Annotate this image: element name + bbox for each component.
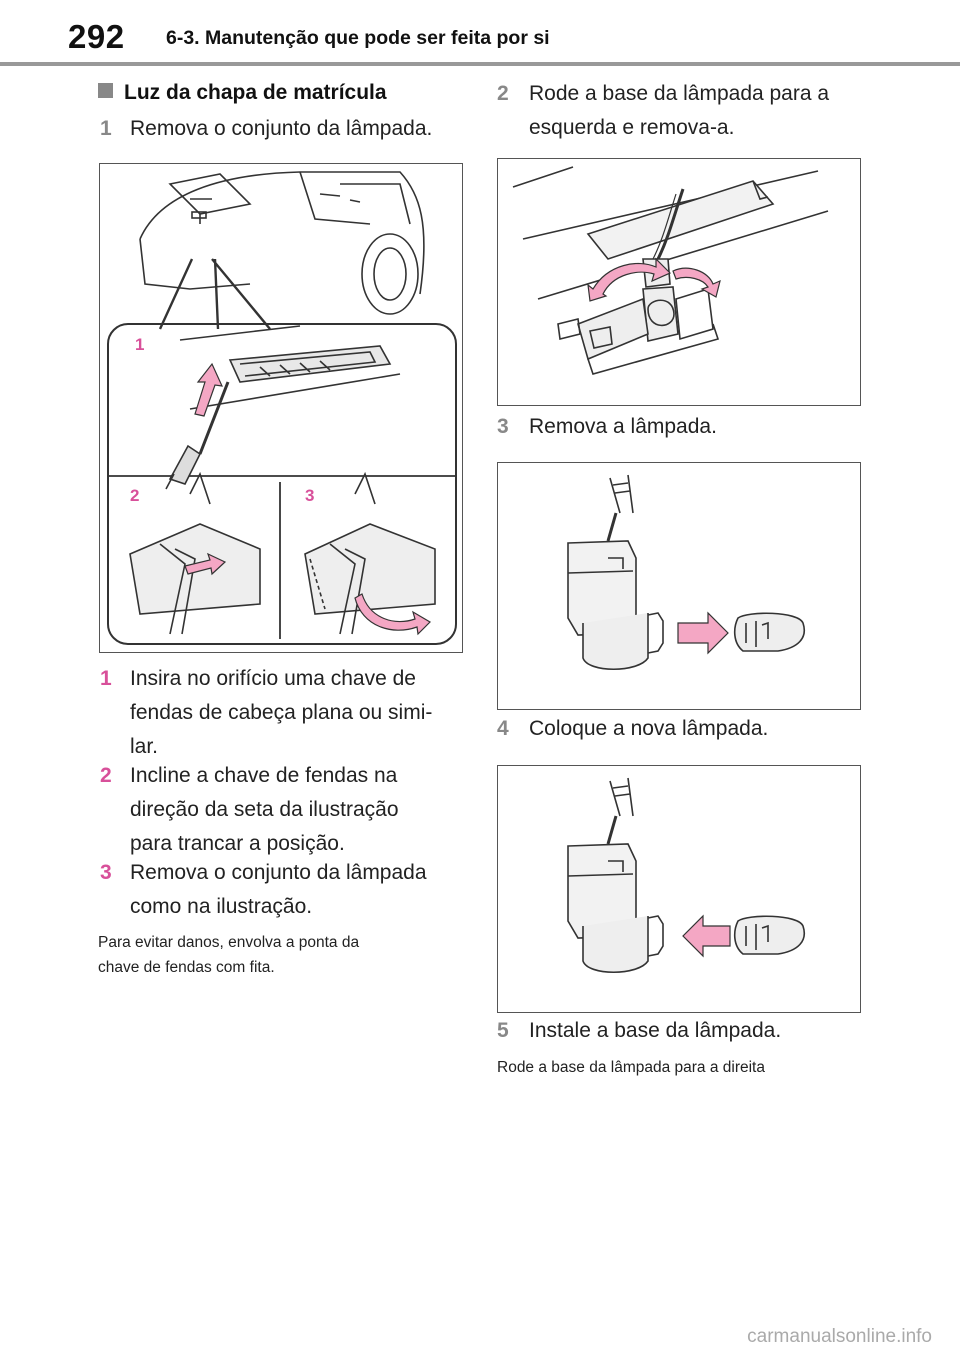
- step-line: fendas de cabeça plana ou simi-: [130, 701, 433, 724]
- header-rule: [0, 62, 960, 66]
- step-number: 3: [100, 861, 112, 884]
- step-line: Instale a base da lâmpada.: [529, 1019, 782, 1042]
- left-note: Para evitar danos, envolva a ponta da ch…: [98, 930, 468, 980]
- step-line: para trancar a posição.: [130, 832, 345, 855]
- sub-step-3: 3 Remova o conjunto da lâmpada como na i…: [100, 856, 470, 924]
- step-number: 2: [497, 82, 509, 105]
- step-number: 2: [100, 764, 112, 787]
- step-number: 1: [100, 667, 112, 690]
- sub-step-2: 2 Incline a chave de fendas na direção d…: [100, 759, 470, 861]
- step-5: 5 Instale a base da lâmpada.: [497, 1014, 877, 1048]
- figure-label-1: 1: [135, 335, 144, 354]
- step-1-intro: 1 Remova o conjunto da lâmpada.: [100, 112, 470, 146]
- step-line: lar.: [130, 735, 159, 758]
- page-number: 292: [68, 18, 125, 55]
- step-line: como na ilustração.: [130, 895, 313, 918]
- step-number: 4: [497, 717, 509, 740]
- step-line: Remova o conjunto da lâmpada: [130, 861, 427, 884]
- sub-step-1: 1 Insira no orifício uma chave de fendas…: [100, 662, 470, 764]
- square-bullet-icon: [98, 83, 113, 98]
- license-light-illustration: 1 2 3: [107, 171, 457, 645]
- remove-bulb-illustration: [567, 474, 805, 671]
- step-line: Rode a base da lâmpada para a: [529, 82, 830, 105]
- heading-text: Luz da chapa de matrícula: [124, 81, 387, 104]
- figure-label-2: 2: [130, 486, 139, 505]
- right-note: Rode a base da lâmpada para a direita: [497, 1059, 765, 1076]
- footer-brand: carmanualsonline.info: [747, 1326, 932, 1347]
- step-2: 2 Rode a base da lâmpada para a esquerda…: [497, 77, 877, 145]
- step-number: 5: [497, 1019, 509, 1042]
- step-line: Coloque a nova lâmpada.: [529, 717, 769, 740]
- step-number: 1: [100, 117, 112, 140]
- section-heading: Luz da chapa de matrícula: [98, 81, 387, 105]
- section-title: 6-3. Manutenção que pode ser feita por s…: [166, 27, 550, 49]
- step-number: 3: [497, 415, 509, 438]
- rotate-bulb-base-illustration: [512, 166, 829, 375]
- step-3: 3 Remova a lâmpada.: [497, 410, 877, 444]
- note-line: Para evitar danos, envolva a ponta da: [98, 934, 360, 951]
- install-bulb-illustration: [567, 777, 805, 974]
- license-light-removal-figure: 1 2 3: [99, 163, 463, 653]
- step-line: direção da seta da ilustração: [130, 798, 399, 821]
- step-line: esquerda e remova-a.: [529, 116, 735, 139]
- remove-bulb-figure: [497, 462, 861, 710]
- figure-label-3: 3: [305, 486, 314, 505]
- step-4: 4 Coloque a nova lâmpada.: [497, 712, 877, 746]
- step-text: Remova o conjunto da lâmpada.: [130, 117, 433, 140]
- rotate-bulb-base-figure: [497, 158, 861, 406]
- note-line: chave de fendas com fita.: [98, 959, 275, 976]
- step-line: Remova a lâmpada.: [529, 415, 717, 438]
- step-line: Incline a chave de fendas na: [130, 764, 398, 787]
- install-bulb-figure: [497, 765, 861, 1013]
- step-line: Insira no orifício uma chave de: [130, 667, 416, 690]
